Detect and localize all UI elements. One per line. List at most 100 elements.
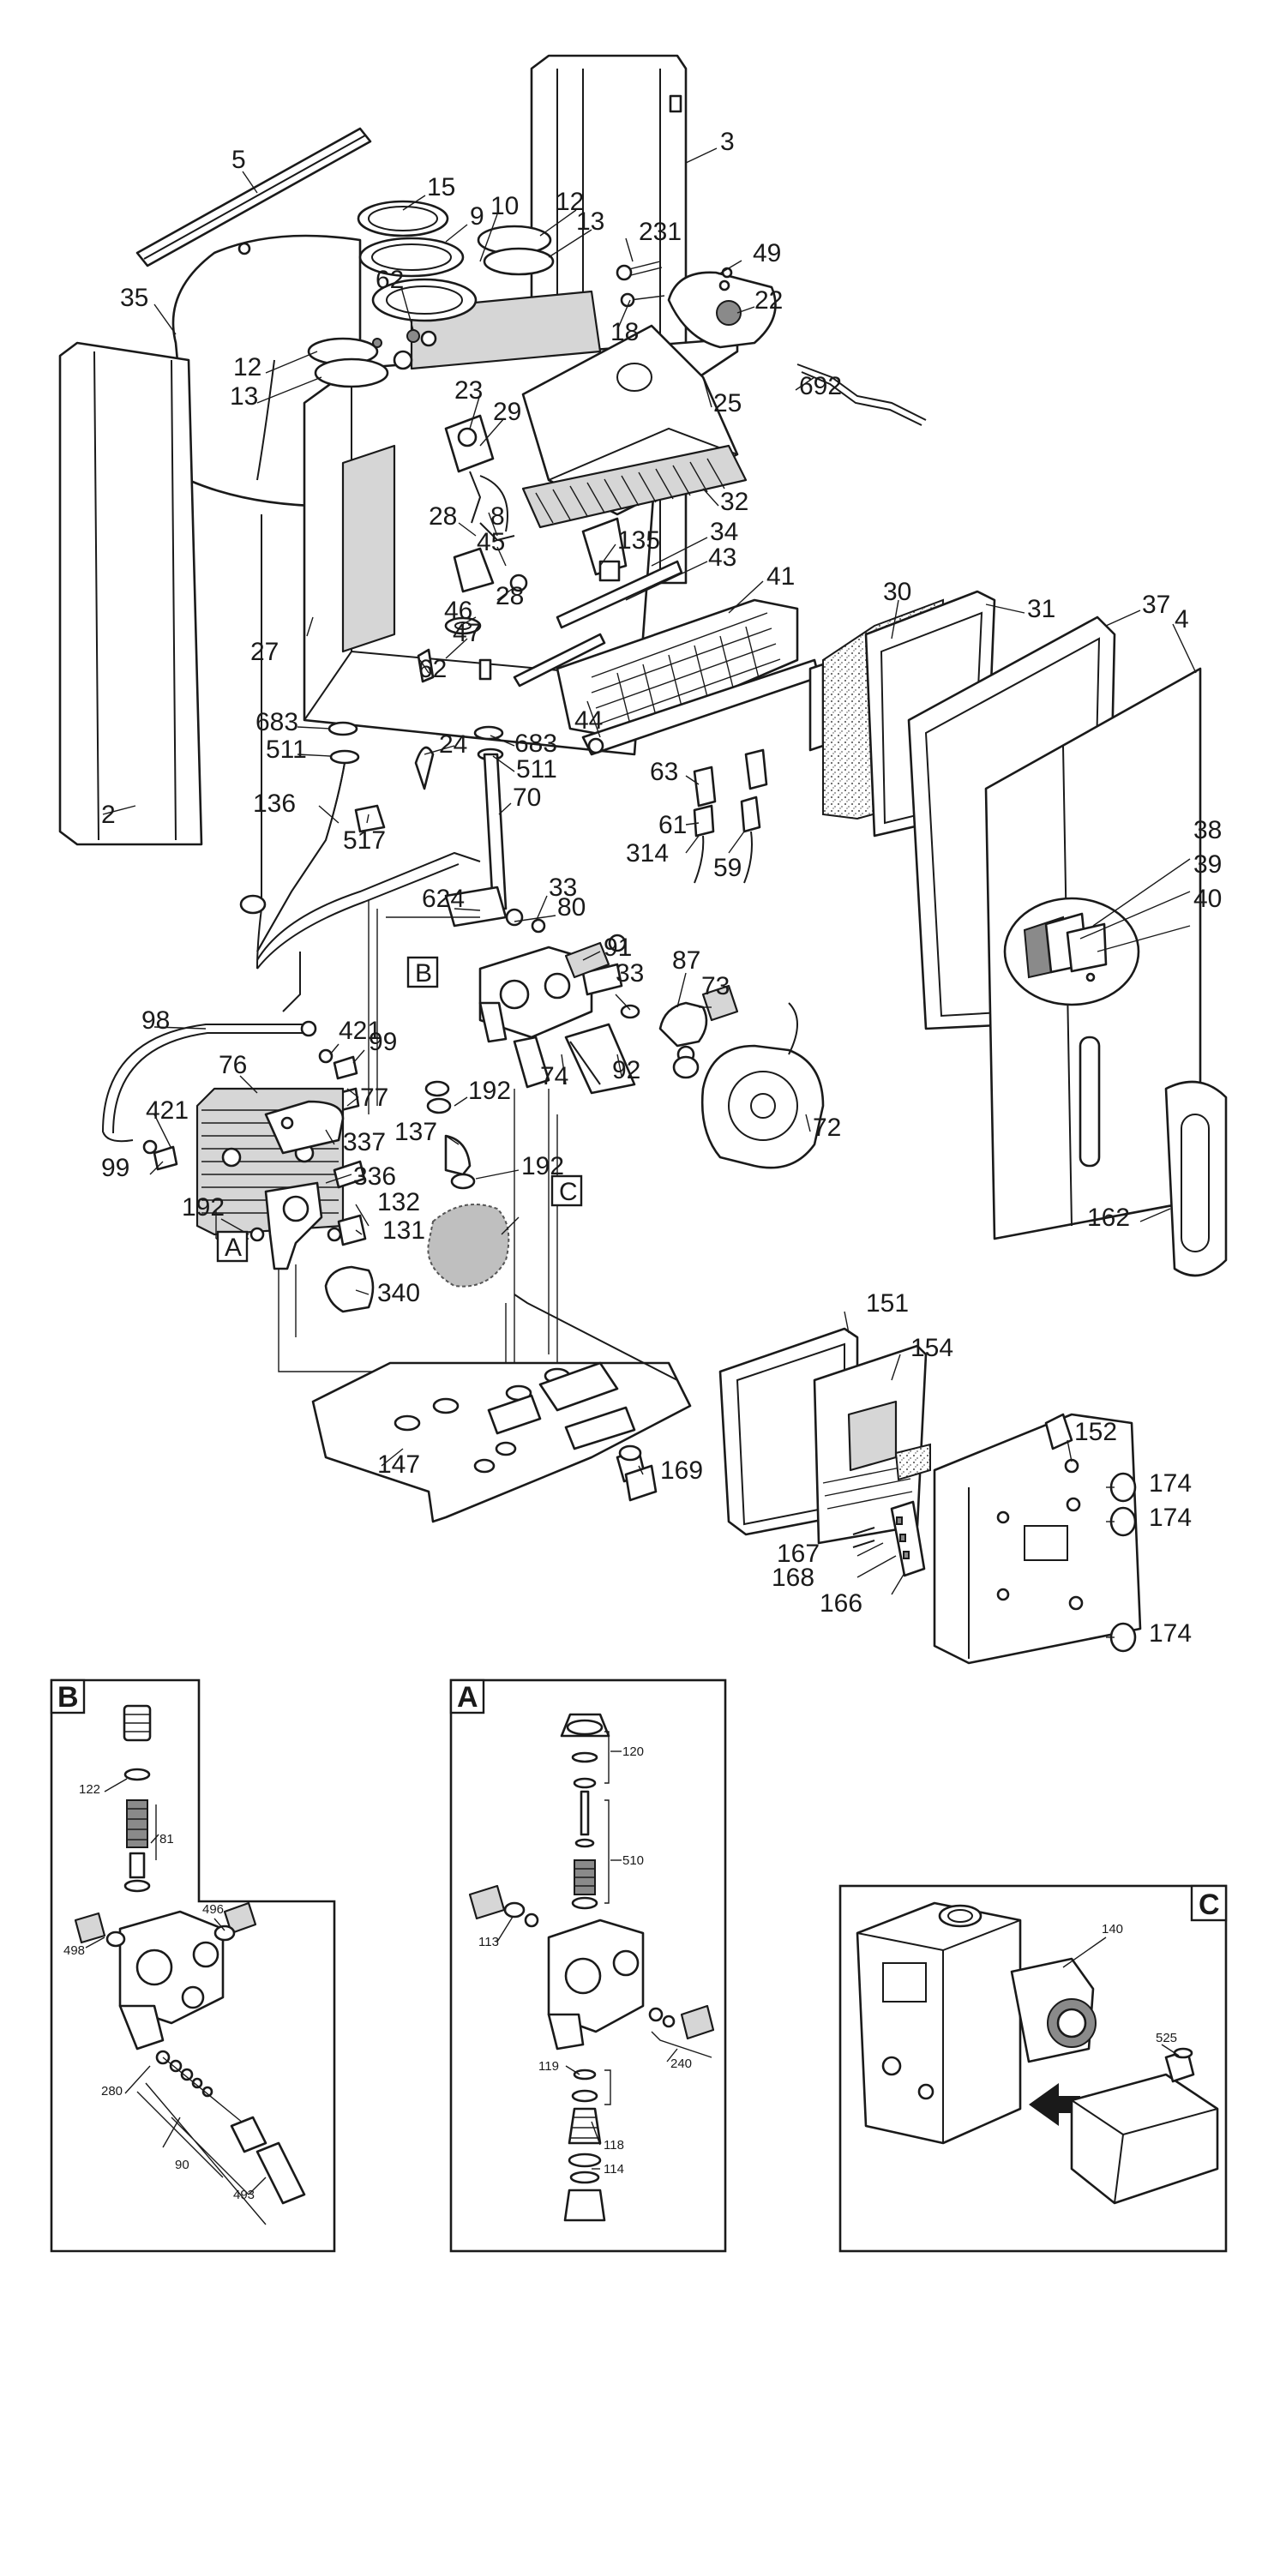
part-number-label-p32: 32 — [720, 488, 748, 516]
part-number-label-p13b: 13 — [230, 382, 258, 411]
main-exploded-view — [58, 54, 1228, 1665]
part-number-label-p174c: 174 — [1149, 1619, 1192, 1648]
part-solenoid — [324, 1265, 375, 1313]
part-knob-c — [1109, 1622, 1137, 1653]
part-number-label-p12b: 12 — [233, 353, 261, 381]
part-number-label-p62a: 62 — [376, 266, 404, 294]
detail-a-label-a113: 113 — [478, 1935, 499, 1949]
part-number-label-p31: 31 — [1027, 595, 1055, 623]
callout-letter-callC: C — [559, 1178, 578, 1206]
part-number-label-p41: 41 — [766, 562, 795, 591]
part-number-label-p5: 5 — [231, 146, 246, 174]
part-number-label-p77: 77 — [360, 1084, 388, 1112]
part-knob-b — [1109, 1506, 1137, 1537]
part-number-label-p683b: 683 — [514, 730, 557, 758]
detail-c-label-c140: 140 — [1102, 1922, 1123, 1937]
part-number-label-p511b: 511 — [516, 755, 557, 784]
part-number-label-p18: 18 — [610, 318, 639, 346]
part-number-label-p421a: 421 — [339, 1017, 382, 1045]
part-hydraulic-block — [478, 946, 593, 1039]
part-hatch-cover — [1164, 1080, 1228, 1277]
part-number-label-p15: 15 — [427, 173, 455, 201]
part-number-label-p2: 2 — [101, 801, 116, 829]
part-number-label-p8: 8 — [490, 502, 505, 531]
part-number-label-p29: 29 — [493, 398, 521, 426]
part-number-label-p34: 34 — [710, 518, 738, 546]
part-number-label-p63: 63 — [650, 758, 678, 786]
detail-a-label-a240: 240 — [670, 2057, 692, 2071]
part-number-label-p132: 132 — [377, 1188, 420, 1216]
detail-b-frame — [50, 1678, 336, 2253]
part-number-label-p74: 74 — [540, 1062, 568, 1090]
detail-a-tag — [449, 1678, 485, 1714]
part-control-box — [933, 1413, 1142, 1665]
detail-b-letter: B — [57, 1681, 79, 1714]
detail-b-label-b90: 90 — [175, 2158, 189, 2172]
detail-c-tag — [1190, 1884, 1228, 1922]
part-number-label-p421b: 421 — [146, 1096, 189, 1125]
part-number-label-p91: 91 — [604, 934, 632, 962]
part-number-label-p192a: 192 — [468, 1077, 511, 1105]
part-number-label-p192c: 192 — [182, 1193, 225, 1222]
part-number-label-p174b: 174 — [1149, 1504, 1192, 1532]
detail-a-label-a510: 510 — [622, 1853, 644, 1868]
part-number-label-p73: 73 — [701, 972, 730, 1000]
part-number-label-p3: 3 — [720, 128, 735, 156]
callout-box-callC — [550, 1174, 583, 1207]
part-number-label-p61: 61 — [658, 811, 687, 839]
part-number-label-p43: 43 — [708, 543, 736, 572]
part-terminal-strip — [890, 1500, 926, 1577]
callout-letter-callB: B — [415, 959, 432, 988]
part-left-side-panel — [58, 341, 203, 846]
part-number-label-p151: 151 — [866, 1289, 909, 1318]
detail-b-label-b496: 496 — [202, 1902, 224, 1917]
part-number-label-p337: 337 — [343, 1128, 386, 1156]
leader-lines — [102, 147, 1197, 1638]
detail-c-label-c525: 525 — [1156, 2031, 1177, 2045]
part-number-label-p80: 80 — [557, 893, 586, 922]
part-pump — [700, 1044, 825, 1169]
part-number-label-p517: 517 — [343, 826, 386, 855]
callout-letter-boxes: B C A — [216, 956, 583, 1263]
detail-c-panel — [838, 1884, 1228, 2253]
part-number-label-p162: 162 — [1087, 1204, 1130, 1232]
detail-c-part-number-labels: 140 525 — [1102, 1922, 1177, 2045]
part-number-label-p9: 9 — [470, 202, 484, 231]
callout-box-callB — [406, 956, 439, 988]
part-number-label-p76: 76 — [219, 1051, 247, 1079]
part-number-label-p4: 4 — [1175, 605, 1189, 633]
part-heat-exchanger — [521, 444, 748, 529]
part-number-label-p87: 87 — [672, 946, 700, 975]
part-wire-clip — [796, 363, 927, 421]
part-number-label-p33b: 33 — [616, 959, 644, 988]
part-number-label-p168: 168 — [772, 1564, 814, 1592]
part-number-label-p46: 46 — [444, 597, 472, 625]
part-number-label-p38: 38 — [1193, 816, 1222, 844]
detail-c-letter: C — [1199, 1888, 1220, 1921]
callout-letter-callA: A — [225, 1234, 242, 1262]
callout-box-callA — [216, 1230, 249, 1263]
part-number-label-p136: 136 — [253, 790, 296, 818]
part-number-label-p62b: 62 — [418, 655, 447, 683]
detail-a-label-a119: 119 — [538, 2059, 559, 2074]
detail-a-label-a118: 118 — [604, 2138, 624, 2153]
part-number-label-p22: 22 — [754, 286, 783, 315]
part-number-label-p92: 92 — [612, 1056, 640, 1084]
part-number-label-p314: 314 — [626, 839, 669, 868]
part-number-label-p131: 131 — [382, 1216, 425, 1245]
part-number-label-p47: 47 — [453, 619, 481, 647]
part-number-label-p24: 24 — [439, 730, 467, 759]
part-number-label-p511a: 511 — [266, 736, 307, 764]
detail-a-frame — [449, 1678, 727, 2253]
detail-b-label-b493: 493 — [233, 2188, 255, 2202]
part-number-label-p624: 624 — [422, 885, 465, 913]
part-number-label-p99a: 99 — [369, 1028, 397, 1056]
part-number-label-p99b: 99 — [101, 1154, 129, 1182]
detail-b-label-b81: 81 — [159, 1832, 174, 1846]
detail-c-direction-arrow — [1029, 2083, 1080, 2126]
